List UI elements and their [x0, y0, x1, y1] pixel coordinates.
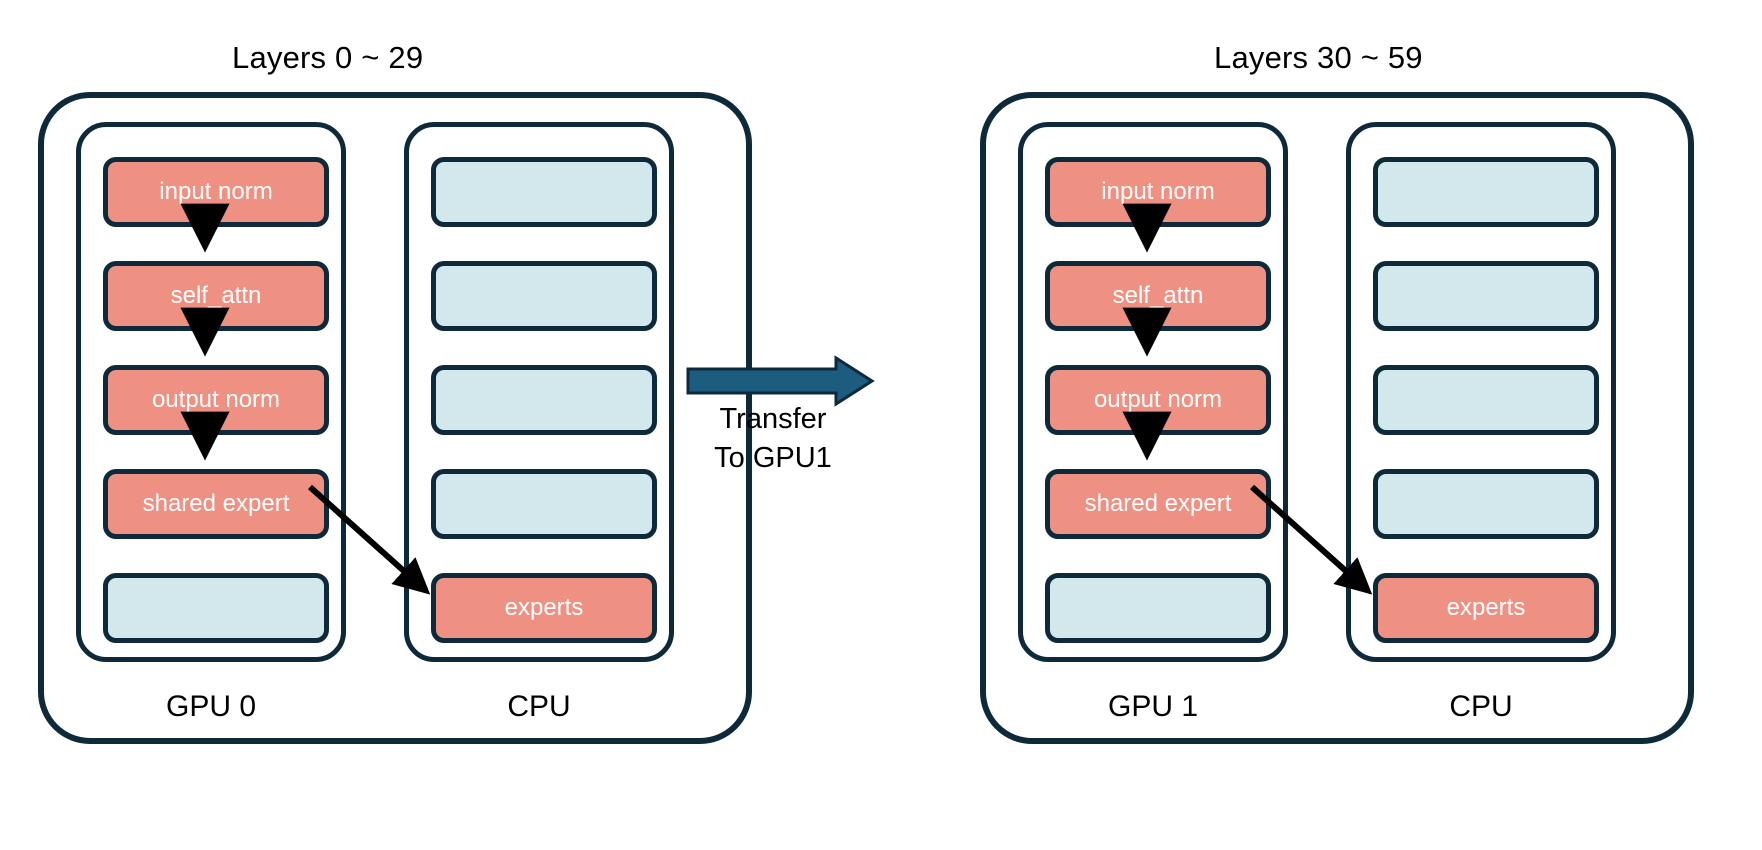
block-cpu-empty-slot-4[interactable]	[431, 469, 657, 539]
block-gpu-empty-slot[interactable]	[103, 573, 329, 643]
block-self-attn[interactable]: self_attn	[103, 261, 329, 331]
block-experts[interactable]: experts	[1373, 573, 1599, 643]
block-self-attn[interactable]: self_attn	[1045, 261, 1271, 331]
block-cpu-empty-slot-3[interactable]	[431, 365, 657, 435]
block-gpu-empty-slot[interactable]	[1045, 573, 1271, 643]
device-label-gpu-1: GPU 1	[1107, 690, 1199, 723]
block-shared-expert[interactable]: shared expert	[103, 469, 329, 539]
block-output-norm[interactable]: output norm	[103, 365, 329, 435]
device-panel-left: input norm self_attn output norm shared …	[38, 92, 752, 744]
cpu-column-1: experts	[1346, 122, 1616, 662]
block-cpu-empty-slot-3[interactable]	[1373, 365, 1599, 435]
block-output-norm[interactable]: output norm	[1045, 365, 1271, 435]
panel-title-left: Layers 0 ~ 29	[232, 40, 424, 75]
block-cpu-empty-slot-2[interactable]	[431, 261, 657, 331]
panel-title-right: Layers 30 ~ 59	[1214, 40, 1423, 75]
device-panel-right: input norm self_attn output norm shared …	[980, 92, 1694, 744]
transfer-label-line1: Transfer	[719, 403, 827, 435]
block-cpu-empty-slot-1[interactable]	[1373, 157, 1599, 227]
block-shared-expert[interactable]: shared expert	[1045, 469, 1271, 539]
block-cpu-empty-slot-2[interactable]	[1373, 261, 1599, 331]
transfer-label: Transfer To GPU1	[703, 400, 843, 477]
device-label-cpu-0: CPU	[507, 690, 571, 723]
device-label-cpu-1: CPU	[1449, 690, 1513, 723]
gpu-column-0: input norm self_attn output norm shared …	[76, 122, 346, 662]
block-cpu-empty-slot-4[interactable]	[1373, 469, 1599, 539]
block-input-norm[interactable]: input norm	[103, 157, 329, 227]
cpu-column-0: experts	[404, 122, 674, 662]
gpu-column-1: input norm self_attn output norm shared …	[1018, 122, 1288, 662]
device-label-gpu-0: GPU 0	[165, 690, 257, 723]
block-experts[interactable]: experts	[431, 573, 657, 643]
transfer-label-line2: To GPU1	[714, 441, 832, 474]
block-input-norm[interactable]: input norm	[1045, 157, 1271, 227]
block-cpu-empty-slot-1[interactable]	[431, 157, 657, 227]
